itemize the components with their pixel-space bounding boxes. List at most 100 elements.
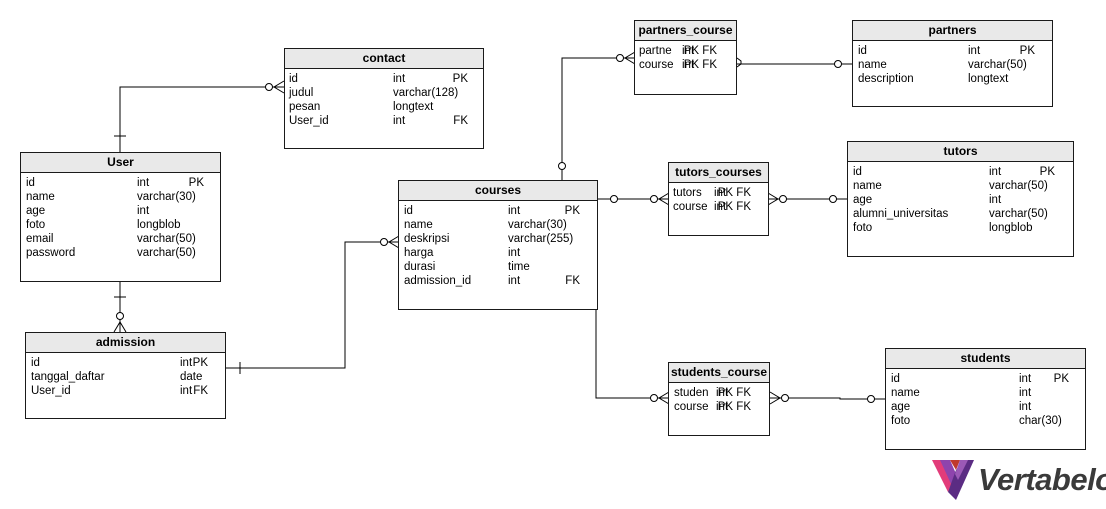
column-name: studen (674, 387, 709, 399)
rel-user-contact (119, 86, 284, 152)
table-title: tutors_courses (669, 163, 768, 183)
column-type: int (716, 387, 729, 399)
column-row: age int (21, 204, 220, 218)
column-name: judul (289, 87, 314, 99)
column-type: int (508, 205, 521, 217)
column-name: foto (891, 415, 911, 427)
column-name: id (853, 166, 862, 178)
column-name: partne (639, 45, 672, 57)
column-type: int (716, 401, 729, 413)
column-type: int (682, 45, 695, 57)
column-name: tutors (673, 187, 702, 199)
column-key: PK FK (717, 187, 751, 199)
column-type: int (714, 187, 727, 199)
column-type: int (1019, 387, 1032, 399)
vertabelo-logo-icon (932, 460, 974, 500)
column-key: PK (192, 357, 208, 369)
column-name: age (853, 194, 873, 206)
column-type: int (508, 275, 521, 287)
rel-courses-students-course (595, 309, 669, 399)
column-key: PK (452, 73, 468, 85)
column-name: id (289, 73, 298, 85)
column-type: int (137, 205, 150, 217)
column-name: id (31, 357, 40, 369)
column-type: longtext (393, 101, 434, 113)
table-title: partners (853, 21, 1052, 41)
column-type: int (682, 59, 695, 71)
column-name: name (858, 59, 887, 71)
table-title: courses (399, 181, 597, 201)
table-title: students (886, 349, 1085, 369)
column-type: int (714, 201, 727, 213)
table-title: tutors (848, 142, 1073, 162)
column-key: PK (188, 177, 204, 189)
column-name: email (26, 233, 54, 245)
column-name: name (26, 191, 55, 203)
column-row: name varchar(30) (21, 190, 220, 204)
column-name: course (674, 401, 709, 413)
column-name: tanggal_daftar (31, 371, 105, 383)
column-type: varchar(50) (137, 247, 196, 259)
vertabelo-brand: Vertabelo (930, 458, 1106, 502)
column-key: PK FK (683, 59, 717, 71)
column-name: course (673, 201, 708, 213)
table-title: admission (26, 333, 225, 353)
table-title: contact (285, 49, 483, 69)
column-name: name (404, 219, 433, 231)
column-key: PK FK (717, 387, 751, 399)
column-type: longblob (137, 219, 181, 231)
column-key: PK FK (717, 401, 751, 413)
column-key: PK (564, 205, 580, 217)
column-name: id (404, 205, 413, 217)
rel-students-course-students (770, 397, 886, 400)
column-type: varchar(50) (137, 233, 196, 245)
rel-admission-courses (225, 241, 399, 369)
column-type: varchar(50) (989, 208, 1048, 220)
column-key: FK (193, 385, 208, 397)
column-name: age (26, 205, 46, 217)
column-type: int (989, 194, 1002, 206)
column-type: int (393, 73, 406, 85)
column-name: User_id (289, 115, 329, 127)
column-type: varchar(30) (137, 191, 196, 203)
column-key: PK FK (683, 45, 717, 57)
column-type: int (1019, 401, 1032, 413)
brand-name: Vertabelo (978, 462, 1106, 497)
column-type: time (508, 261, 530, 273)
column-type: varchar(255) (508, 233, 574, 245)
column-name: admission_id (404, 275, 472, 287)
